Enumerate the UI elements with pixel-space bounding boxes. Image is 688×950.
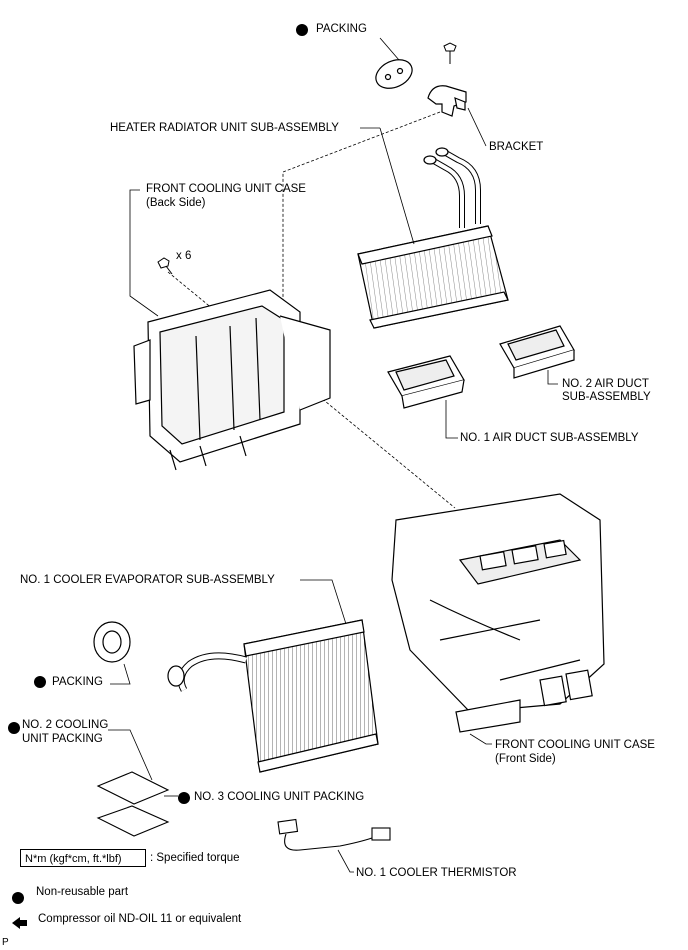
non-reusable-dot-icon (8, 722, 20, 734)
legend-compressor-oil: Compressor oil ND-OIL 11 or equivalent (38, 913, 242, 925)
label-heater-radiator: HEATER RADIATOR UNIT SUB-ASSEMBLY (110, 122, 339, 134)
screw-top (443, 42, 457, 64)
footer-code: P (2, 937, 9, 948)
label-front-case-front-1: FRONT COOLING UNIT CASE (495, 739, 655, 751)
label-no2-packing-1: NO. 2 COOLING (22, 719, 109, 731)
screw-x6 (157, 257, 173, 275)
label-no3-packing: NO. 3 COOLING UNIT PACKING (194, 791, 365, 803)
packing-mid-part (93, 621, 131, 663)
label-packing-top: PACKING (316, 23, 367, 35)
heater-radiator-part (357, 147, 509, 329)
label-no1-evaporator: NO. 1 COOLER EVAPORATOR SUB-ASSEMBLY (20, 574, 275, 586)
no1-air-duct-part (387, 355, 465, 409)
front-case-back-part (133, 289, 331, 471)
label-bracket: BRACKET (489, 141, 544, 153)
label-qty-x6: x 6 (176, 250, 192, 262)
label-front-case-front-2: (Front Side) (495, 753, 556, 765)
evaporator-part (167, 619, 379, 773)
non-reusable-dot-icon (12, 892, 24, 904)
label-packing-mid: PACKING (52, 676, 103, 688)
label-no2-air-duct-2: SUB-ASSEMBLY (562, 391, 651, 403)
torque-unit-box: N*m (kgf*cm, ft.*lbf) (20, 849, 146, 867)
label-thermistor: NO. 1 COOLER THERMISTOR (356, 867, 517, 879)
label-no2-packing-2: UNIT PACKING (22, 733, 103, 745)
label-front-case-back-2: (Back Side) (146, 197, 206, 209)
bracket-part (427, 85, 467, 117)
legend-torque-desc: : Specified torque (150, 852, 240, 864)
thermistor-part (277, 818, 391, 851)
compressor-oil-arrow-icon (12, 917, 27, 929)
packing-top-part (375, 59, 413, 89)
label-no2-air-duct-1: NO. 2 AIR DUCT (562, 378, 649, 390)
non-reusable-dot-icon (296, 24, 308, 36)
label-no1-air-duct: NO. 1 AIR DUCT SUB-ASSEMBLY (460, 432, 639, 444)
legend-non-reusable: Non-reusable part (36, 886, 129, 898)
label-front-case-back-1: FRONT COOLING UNIT CASE (146, 183, 306, 195)
front-case-front-part (391, 493, 605, 733)
leader-lines (300, 127, 380, 581)
non-reusable-dot-icon (178, 792, 190, 804)
non-reusable-dot-icon (34, 676, 46, 688)
no2-air-duct-part (499, 325, 575, 379)
cooling-unit-packings (96, 771, 170, 837)
